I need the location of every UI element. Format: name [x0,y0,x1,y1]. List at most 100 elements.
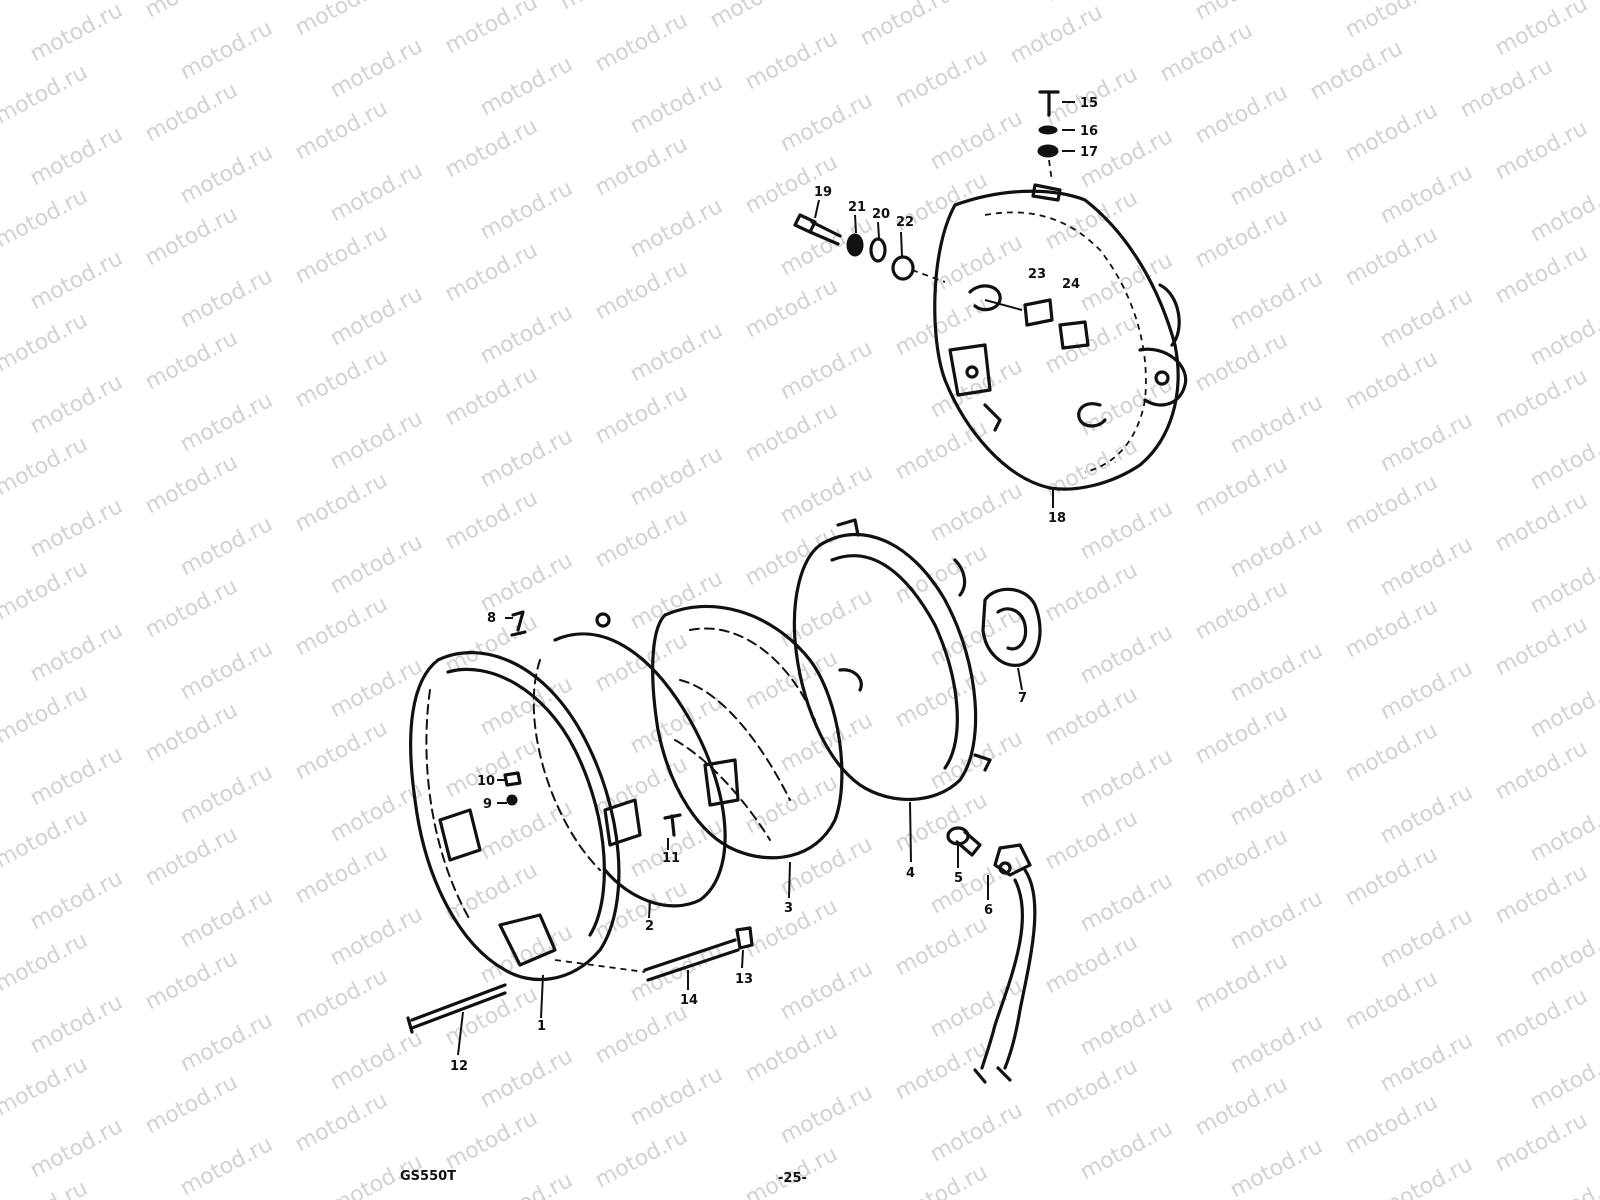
watermark-text: motod.ru [441,1106,542,1175]
watermark-text: motod.ru [1341,718,1442,787]
watermark-text: motod.ru [1526,178,1600,247]
watermark-text: motod.ru [1076,992,1177,1061]
watermark-text: motod.ru [741,522,842,591]
watermark-text: motod.ru [1376,284,1477,353]
watermark-text: motod.ru [776,460,877,529]
watermark-text: motod.ru [1456,54,1557,123]
nut-13 [735,926,754,950]
watermark-text: motod.ru [1526,1170,1600,1200]
watermark-text: motod.ru [1341,470,1442,539]
callout-17: 17 [1080,145,1098,160]
watermark-text: motod.ru [26,866,127,935]
washer-17 [1037,144,1059,158]
watermark-text: motod.ru [0,1176,92,1200]
watermark-text: motod.ru [0,432,92,501]
watermark-text: motod.ru [776,336,877,405]
callout-22: 22 [896,215,914,230]
watermark-text: motod.ru [1191,80,1292,149]
watermark-text: motod.ru [26,618,127,687]
watermark-text: motod.ru [0,184,92,253]
callout-15: 15 [1080,96,1098,111]
watermark-text: motod.ru [141,326,242,395]
watermark-text: motod.ru [776,1080,877,1149]
watermark-text: motod.ru [1376,904,1477,973]
watermark-text: motod.ru [476,300,577,369]
watermark-text: motod.ru [1341,966,1442,1035]
watermark-text: motod.ru [326,902,427,971]
watermark-text: motod.ru [176,16,277,85]
watermark-text: motod.ru [1526,1046,1600,1115]
watermark-text: motod.ru [141,202,242,271]
watermark-text: motod.ru [1191,576,1292,645]
watermark-text: motod.ru [591,876,692,945]
watermark-text: motod.ru [476,1168,577,1200]
watermark-text: motod.ru [326,406,427,475]
watermark-text: motod.ru [1226,638,1327,707]
socket-cap [981,587,1042,667]
watermark-text: motod.ru [626,318,727,387]
callout-10: 10 [477,774,495,789]
watermark-text: motod.ru [626,70,727,139]
bolt-19 [793,213,842,246]
watermark-text: motod.ru [591,8,692,77]
watermark-text: motod.ru [176,512,277,581]
watermark-text: motod.ru [1191,328,1292,397]
watermark-text: motod.ru [1341,222,1442,291]
spring-14 [643,938,740,982]
watermark-text: motod.ru [1041,558,1142,627]
watermark-text: motod.ru [926,850,1027,919]
watermark-text: motod.ru [326,778,427,847]
watermark-text: motod.ru [141,822,242,891]
nut-21 [846,233,864,257]
watermark-text: motod.ru [441,238,542,307]
watermark-text: motod.ru [891,912,992,981]
watermark-text: motod.ru [1226,762,1327,831]
callout-8: 8 [487,611,496,626]
watermark-text: motod.ru [441,982,542,1051]
watermark-text: motod.ru [1341,842,1442,911]
screw-10 [503,771,522,787]
washer-20 [869,237,887,263]
watermark-text: motod.ru [1491,116,1592,185]
watermark-text: motod.ru [741,646,842,715]
callout-18: 18 [1048,511,1066,526]
watermark-text: motod.ru [1226,514,1327,583]
watermark-text: motod.ru [1041,806,1142,875]
callout-9: 9 [483,797,492,812]
watermark-text: motod.ru [291,840,392,909]
watermark-text: motod.ru [476,548,577,617]
watermark-text: motod.ru [0,804,92,873]
watermark-text: motod.ru [1226,886,1327,955]
mounting-frame [792,518,992,802]
watermark-text: motod.ru [891,292,992,361]
watermark-text: motod.ru [291,592,392,661]
bulb-socket-6 [993,843,1032,877]
watermark-text: motod.ru [326,1026,427,1095]
watermark-text: motod.ru [141,1070,242,1139]
watermark-text: motod.ru [776,832,877,901]
watermark-text: motod.ru [1041,682,1142,751]
watermark-text: motod.ru [591,132,692,201]
lens-ring [532,612,727,908]
watermark-text: motod.ru [1226,266,1327,335]
watermark-text: motod.ru [1191,1072,1292,1141]
watermark-text: motod.ru [1076,620,1177,689]
watermark-text: motod.ru [141,0,242,23]
watermark-text: motod.ru [591,504,692,573]
watermark-text: motod.ru [141,450,242,519]
watermark-text: motod.ru [176,1132,277,1200]
watermark-text: motod.ru [26,370,127,439]
watermark-text: motod.ru [626,1062,727,1131]
watermark-text: motod.ru [476,1044,577,1113]
watermark-text: motod.ru [591,1000,692,1069]
watermark-text: motod.ru [1341,1090,1442,1159]
model-code: GS550T [400,1169,456,1184]
watermark-text: motod.ru [926,478,1027,547]
watermark-text: motod.ru [741,26,842,95]
callout-2: 2 [645,919,654,934]
watermark-text: motod.ru [1526,550,1600,619]
watermark-text: motod.ru [591,1124,692,1193]
callout-14: 14 [680,993,698,1008]
